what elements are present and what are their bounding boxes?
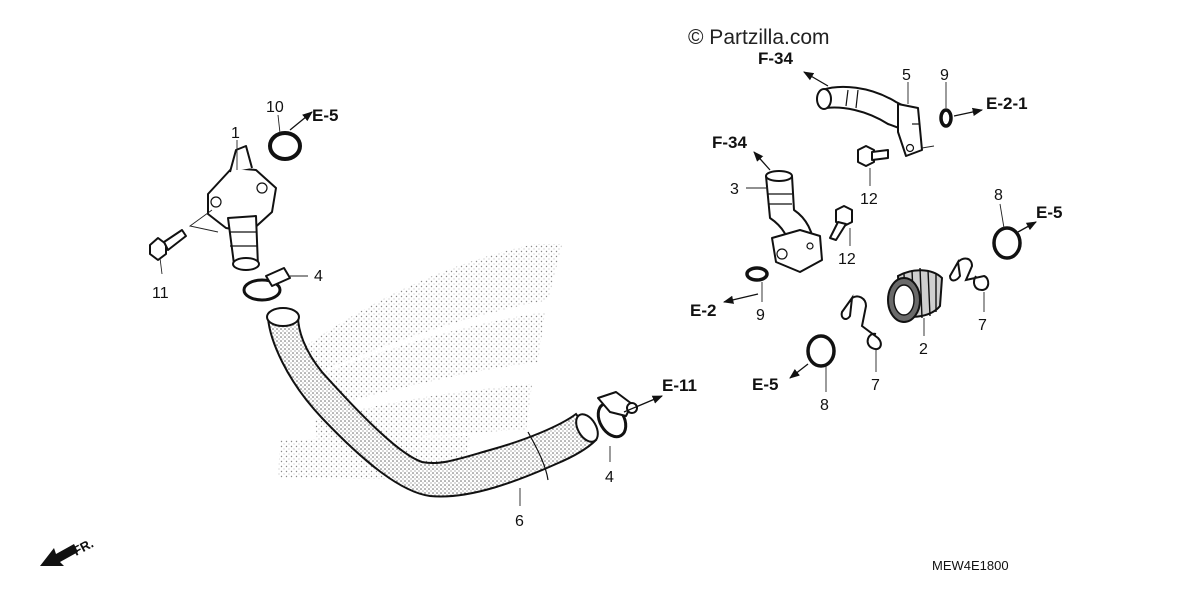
bolt-12-middle xyxy=(829,205,853,241)
o-ring-8-right xyxy=(992,226,1022,260)
o-ring-10 xyxy=(268,131,302,161)
pipe-5 xyxy=(816,85,923,157)
wing-watermark xyxy=(278,244,562,480)
joint-2 xyxy=(887,267,944,323)
leader-lines xyxy=(159,82,1005,506)
label-part-4-upper: 4 xyxy=(314,268,323,285)
label-part-6: 6 xyxy=(515,513,524,530)
label-part-7-middle: 7 xyxy=(871,377,880,394)
label-part-1: 1 xyxy=(231,125,240,142)
clamp-4-lower xyxy=(596,391,638,439)
ref-e5-bottom: E-5 xyxy=(752,375,778,394)
reference-arrows xyxy=(289,71,1037,413)
ref-e11: E-11 xyxy=(662,376,697,395)
bolt-11 xyxy=(149,229,187,261)
label-part-9-upper: 9 xyxy=(940,67,949,84)
clip-7-right xyxy=(948,257,990,292)
ref-f34-mid: F-34 xyxy=(712,133,748,152)
label-part-8-right: 8 xyxy=(994,187,1003,204)
clamp-4-upper xyxy=(242,267,291,302)
housing-1 xyxy=(207,145,277,271)
label-part-12-upper: 12 xyxy=(860,191,878,208)
ref-e2: E-2 xyxy=(690,301,716,320)
label-part-2: 2 xyxy=(919,341,928,358)
label-part-4-lower: 4 xyxy=(605,469,614,486)
diagram-code: MEW4E1800 xyxy=(932,558,1009,573)
hose-6 xyxy=(266,307,599,498)
o-ring-9-upper xyxy=(939,108,953,128)
ref-f34-top: F-34 xyxy=(758,49,794,68)
ref-e2-1: E-2-1 xyxy=(986,94,1028,113)
o-ring-8-left xyxy=(806,334,836,368)
ref-e5-right: E-5 xyxy=(1036,203,1062,222)
pipe-3 xyxy=(765,170,823,273)
label-part-7-right: 7 xyxy=(978,317,987,334)
clip-7-middle xyxy=(840,294,882,350)
label-part-3: 3 xyxy=(730,181,739,198)
label-part-12-middle: 12 xyxy=(838,251,856,268)
label-part-10: 10 xyxy=(266,99,284,116)
o-ring-9-lower xyxy=(745,266,769,282)
label-part-8-left: 8 xyxy=(820,397,829,414)
front-direction-arrow: FR. xyxy=(40,536,96,566)
label-part-5: 5 xyxy=(902,67,911,84)
front-label: FR. xyxy=(70,536,96,559)
label-part-11: 11 xyxy=(152,285,169,302)
ref-e5-top: E-5 xyxy=(312,106,338,125)
watermark: © Partzilla.com xyxy=(688,26,830,49)
bolt-12-upper xyxy=(857,145,889,167)
label-part-9-lower: 9 xyxy=(756,307,765,324)
